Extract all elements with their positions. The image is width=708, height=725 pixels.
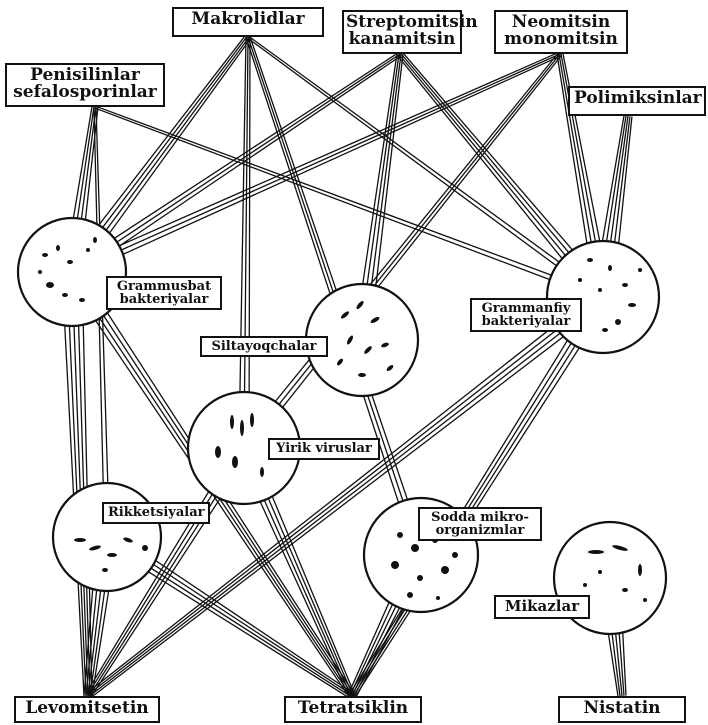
connection-line-peni-gn <box>95 105 605 296</box>
label-mikazlar: Mikazlar <box>504 597 580 615</box>
connection-line-levo-gp <box>66 272 87 697</box>
label-penisilinlar-2: sefalosporinlar <box>13 82 157 102</box>
label-nistatin: Nistatin <box>583 698 661 718</box>
box-sodda: Sodda mikro- organizmlar <box>418 507 542 541</box>
connection-line-neo-gp <box>73 55 562 278</box>
connection-line-tetra-gn <box>348 292 598 695</box>
box-mikazlar: Mikazlar <box>494 595 590 619</box>
connection-line-strep-gp <box>71 53 401 273</box>
connection-line-neo-vir <box>243 53 561 449</box>
connection-line-neo-vir <box>239 52 559 446</box>
box-neomitsin: Neomitsin monomitsin <box>494 10 628 54</box>
box-grammusbat: Grammusbat bakteriyalar <box>106 276 222 310</box>
connection-line-levo-gp <box>71 271 89 697</box>
connection-line-strep-gp <box>74 55 402 277</box>
box-streptomitsin: Streptomitsin kanamitsin <box>342 10 478 54</box>
label-grammanfiy-2: bakteriyalar <box>481 314 571 329</box>
label-grammusbat-1: Grammusbat <box>116 279 212 294</box>
box-grammanfiy: Grammanfiy bakteriyalar <box>470 298 582 332</box>
connection-line-peni-rik <box>93 107 106 538</box>
connection-line-makro-vir <box>248 37 251 449</box>
box-siltayoqchalar: Siltayoqchalar <box>200 336 328 357</box>
label-neomitsin-1: Neomitsin <box>511 12 611 32</box>
connection-line-tetra-gn <box>352 297 606 697</box>
label-neomitsin-2: monomitsin <box>504 29 618 49</box>
circle-grammanfiy <box>545 239 661 355</box>
connection-line-levo-gn <box>85 290 599 695</box>
circle-rikketsiyalar <box>51 481 163 593</box>
label-grammanfiy-1: Grammanfiy <box>481 301 571 316</box>
microbe-specks <box>38 237 647 602</box>
connection-line-makro-vir <box>238 36 247 448</box>
label-sodda-1: Sodda mikro- <box>431 510 529 525</box>
label-penisilinlar-1: Penisilinlar <box>30 65 140 85</box>
label-yirik-viruslar: Yirik viruslar <box>276 441 372 456</box>
circle-grammusbat <box>16 216 128 328</box>
box-levomitsetin: Levomitsetin <box>14 696 160 723</box>
connection-line-makro-gn <box>247 37 602 300</box>
box-penisilinlar: Penisilinlar sefalosporinlar <box>5 63 165 107</box>
label-streptomitsin-2: kanamitsin <box>348 29 456 49</box>
label-streptomitsin-1: Streptomitsin <box>346 12 478 32</box>
connection-line-neo-gp <box>71 53 561 273</box>
label-grammusbat-2: bakteriyalar <box>119 292 209 307</box>
label-polimiksinlar: Polimiksinlar <box>574 88 702 108</box>
connection-line-levo-gp <box>61 272 85 697</box>
connection-line-peni-gn <box>94 107 603 300</box>
label-tetratsiklin: Tetratsiklin <box>297 698 409 718</box>
box-tetratsiklin: Tetratsiklin <box>284 696 422 723</box>
connection-line-tetra-gn <box>353 300 610 698</box>
box-yirik-viruslar: Yirik viruslar <box>268 438 380 460</box>
connection-line-neo-vir <box>247 54 563 452</box>
connection-line-levo-gn <box>88 298 605 698</box>
connection-line-levo-gn <box>89 302 608 699</box>
label-makrolidlar: Makrolidlar <box>191 9 305 29</box>
box-makrolidlar: Makrolidlar <box>172 7 324 37</box>
connection-line-makro-vir <box>243 36 249 449</box>
label-sodda-2: organizmlar <box>435 523 525 538</box>
box-polimiksinlar: Polimiksinlar <box>568 86 706 116</box>
label-levomitsetin: Levomitsetin <box>25 698 149 718</box>
connection-line-levo-gp <box>76 271 91 696</box>
box-rikketsiyalar: Rikketsiyalar <box>102 502 210 524</box>
connection-line-makro-gn <box>248 35 605 296</box>
label-rikketsiyalar: Rikketsiyalar <box>108 505 205 520</box>
box-nistatin: Nistatin <box>558 696 686 723</box>
connection-line-neo-gp <box>69 51 560 269</box>
label-siltayoqchalar: Siltayoqchalar <box>211 339 317 354</box>
connection-line-levo-gn <box>86 294 602 696</box>
